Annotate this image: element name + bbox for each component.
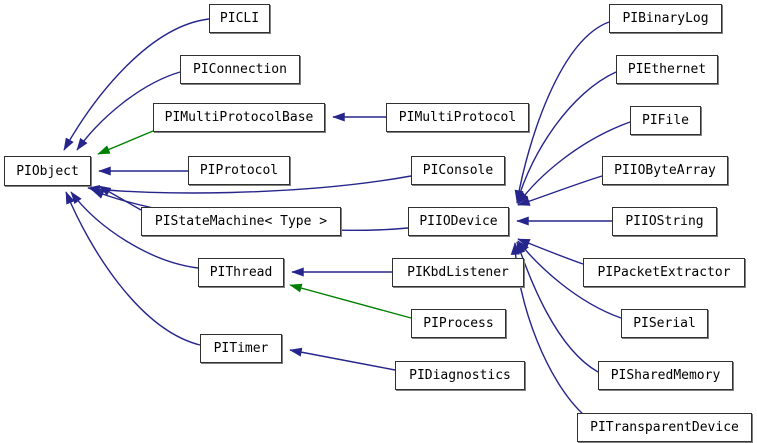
edge-picli-to-piobject [63,18,210,151]
class-node-label: PIKbdListener [407,265,509,280]
class-node-label: PIIODevice [419,214,498,229]
class-node-pidiagnostics[interactable]: PIDiagnostics [395,361,525,390]
edge-pimultiprotocolbase-to-piobject [97,130,154,155]
class-node-pitransparentdevice[interactable]: PITransparentDevice [577,413,752,442]
class-node-pipacketextractor[interactable]: PIPacketExtractor [583,258,745,287]
edge-pifile-to-piiodevice [517,121,631,205]
class-node-pifile[interactable]: PIFile [630,106,701,135]
class-node-label: PIDiagnostics [409,368,511,383]
class-node-pimultiprotocolbase[interactable]: PIMultiProtocolBase [153,103,325,132]
class-node-piiobytearray[interactable]: PIIOByteArray [602,156,728,185]
edge-pithread-to-piobject [70,191,199,269]
class-node-piiodevice[interactable]: PIIODevice [408,207,509,236]
edge-pisharedmemory-to-piiodevice [516,241,599,373]
class-node-label: PIMultiProtocolBase [164,110,314,125]
class-node-label: PISerial [633,316,696,331]
edge-pidiagnostics-to-pitimer [289,347,396,371]
class-node-label: PIConsole [422,163,494,178]
class-node-label: PIPacketExtractor [597,265,731,280]
class-node-pitimer[interactable]: PITimer [200,334,282,363]
class-node-label: PIBinaryLog [622,11,709,26]
edge-piconsole-to-piobject [87,175,412,194]
class-node-label: PIStateMachine< Type > [154,214,328,229]
class-node-piconnection[interactable]: PIConnection [180,55,300,84]
class-node-picli[interactable]: PICLI [209,4,270,33]
class-node-pistatemachine[interactable]: PIStateMachine< Type > [141,207,341,236]
edge-piiobytearray-to-piiodevice [517,175,603,206]
class-node-pikbdlistener[interactable]: PIKbdListener [392,258,524,287]
class-node-label: PIThread [209,265,273,280]
class-node-label: PICLI [219,11,260,26]
class-node-label: PIConnection [193,62,287,77]
class-node-label: PITransparentDevice [590,420,739,435]
edge-pitransparentdevice-to-piiodevice [510,242,591,421]
class-node-label: PIObject [16,163,79,179]
class-node-piethernet[interactable]: PIEthernet [616,55,718,84]
class-node-label: PITimer [213,341,269,356]
class-node-pibinarylog[interactable]: PIBinaryLog [609,4,722,33]
class-node-label: PIProtocol [199,163,279,178]
edge-piserial-to-piiodevice [517,240,622,319]
class-node-piprocess[interactable]: PIProcess [411,309,506,338]
class-node-label: PIIOString [625,214,704,229]
class-node-pithread[interactable]: PIThread [198,258,284,287]
edge-piprocess-to-pithread [289,283,412,319]
class-node-label: PISharedMemory [610,368,721,383]
edge-pitimer-to-piobject [65,191,201,346]
edge-piethernet-to-piiodevice [515,71,617,204]
class-node-label: PIIOByteArray [614,163,716,178]
class-node-label: PIFile [642,113,689,128]
class-node-piprotocol[interactable]: PIProtocol [188,156,290,185]
edge-piconnection-to-piobject [76,71,181,151]
class-node-label: PIMultiProtocol [398,110,517,125]
class-node-piserial[interactable]: PISerial [621,309,708,338]
class-node-label: PIProcess [423,316,494,331]
class-node-piobject[interactable]: PIObject [4,156,91,186]
class-node-piiostring[interactable]: PIIOString [612,207,717,236]
edge-pibinarylog-to-piiodevice [514,21,610,203]
class-node-piconsole[interactable]: PIConsole [411,156,505,185]
class-node-pimultiprotocol[interactable]: PIMultiProtocol [386,103,529,132]
class-node-label: PIEthernet [627,62,707,77]
class-node-pisharedmemory[interactable]: PISharedMemory [598,361,733,390]
